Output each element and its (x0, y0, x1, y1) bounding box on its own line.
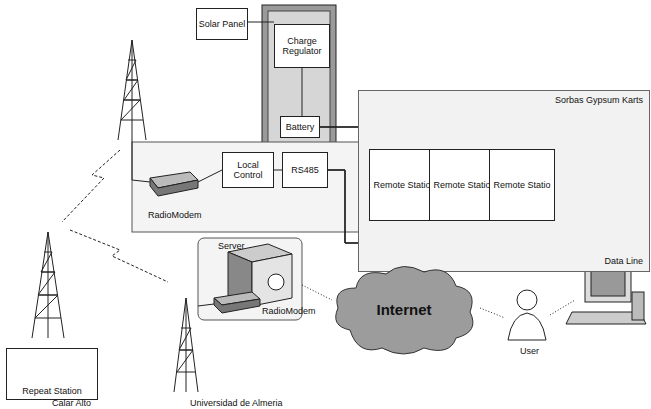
caption-label: RadioModem (148, 210, 202, 220)
connector-line (248, 22, 274, 23)
node-label: Remote Statio (373, 180, 430, 190)
radiomodem (150, 178, 198, 196)
user-icon (517, 290, 537, 310)
network-link (302, 285, 332, 300)
region-band: Sorbas Gypsum KartsData Line Remote Stati… (358, 90, 650, 272)
node-label: Remote Statio (433, 180, 490, 190)
server-disk (268, 274, 284, 290)
node-label: Local Control (223, 160, 273, 180)
box: Remote Statio (489, 149, 555, 221)
network-link (480, 308, 505, 318)
node-label: Charge Regulator (275, 36, 329, 56)
radio-link (70, 230, 168, 282)
box: Remote Statio (369, 149, 435, 221)
box: Charge Regulator (274, 24, 330, 68)
box: Remote Statio (429, 149, 495, 221)
user-icon (508, 313, 546, 340)
node-label: Solar Panel (199, 19, 246, 29)
caption-label: User (520, 346, 539, 356)
caption-label: Universidad de Almeria (190, 398, 283, 408)
box: Solar Panel (196, 8, 248, 40)
housing-inner (268, 11, 330, 145)
tower (174, 298, 198, 392)
caption-label: Server (218, 241, 245, 251)
tower (118, 40, 146, 140)
node-label: Internet (376, 302, 431, 318)
control-panel (132, 142, 386, 232)
region-heading: Sorbas Gypsum Karts (555, 95, 643, 105)
caption-label: Calar Alto (52, 398, 91, 408)
wire (198, 170, 222, 182)
box: RS485 (282, 152, 328, 188)
box: Local Control (222, 152, 274, 188)
bus-label: Data Line (604, 256, 643, 266)
connector-line (302, 68, 303, 116)
housing (262, 5, 336, 151)
cloud: Internet (328, 260, 480, 360)
box: Repeat Station (6, 348, 98, 400)
radiomodem (214, 298, 260, 313)
tower (32, 232, 64, 338)
node-label: RS485 (291, 165, 319, 175)
box: Battery (280, 116, 320, 138)
radio-link (62, 150, 120, 222)
caption-label: RadioModem (262, 306, 316, 316)
node-label: Remote Statio (493, 180, 550, 190)
connector-line (274, 170, 282, 171)
node-label: Battery (286, 122, 315, 132)
node-label: Repeat Station (22, 386, 82, 396)
